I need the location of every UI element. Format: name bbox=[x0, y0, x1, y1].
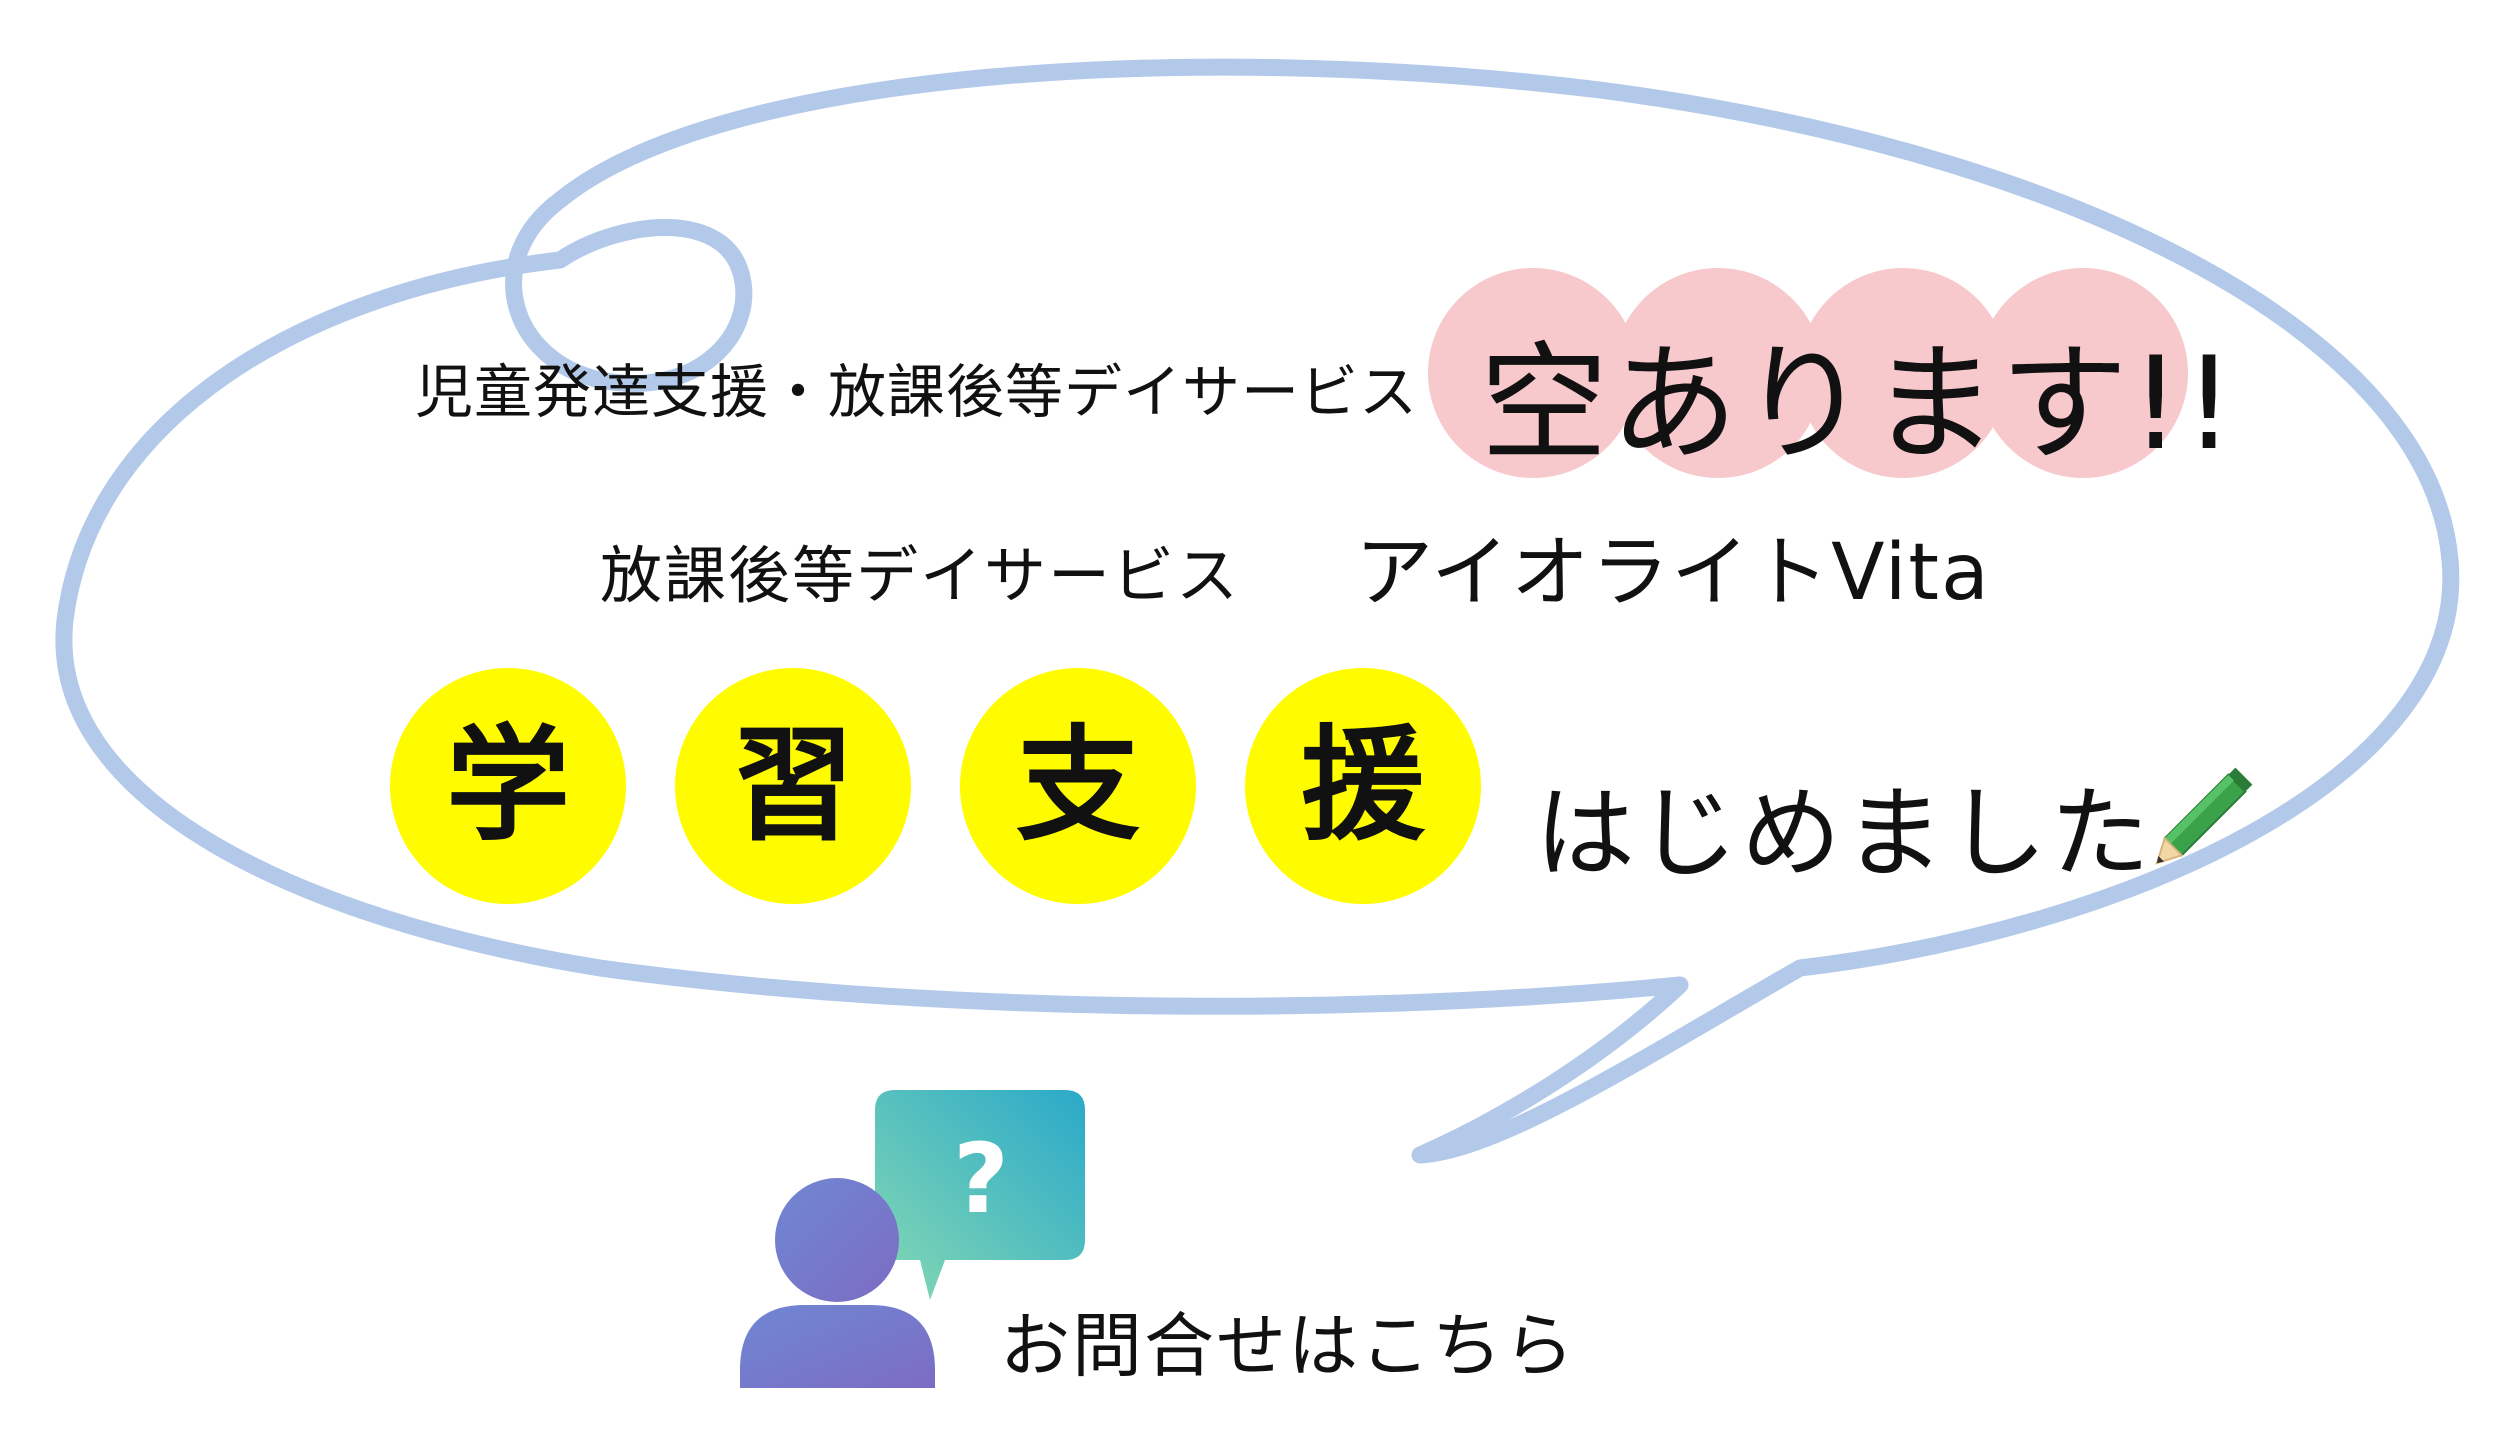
highlight-dot bbox=[1428, 268, 1638, 478]
highlight-dot bbox=[1978, 268, 2188, 478]
service-category-text: 児童発達支援・放課後等デイサービス bbox=[415, 358, 1419, 426]
facility-name: アイオライトVita bbox=[1355, 528, 1991, 618]
headline-char-4: 援 bbox=[1245, 668, 1481, 904]
highlight-dot bbox=[1613, 268, 1823, 478]
service-type-text: 放課後等デイサービス bbox=[600, 539, 1241, 612]
headline-char-2: 習 bbox=[675, 668, 911, 904]
headline-suffix: はじめました bbox=[1535, 775, 2153, 892]
headline-char-1: 学 bbox=[390, 668, 626, 904]
vacancy-highlight bbox=[1428, 268, 2188, 478]
highlight-dot bbox=[1798, 268, 2008, 478]
contact-link[interactable]: お問合せはこちら bbox=[1000, 1305, 1576, 1387]
pencil-icon bbox=[2155, 767, 2253, 865]
vacancy-text: 空あります!! bbox=[1480, 330, 2237, 479]
svg-text:?: ? bbox=[953, 1123, 1009, 1235]
contact-person-icon[interactable]: ? bbox=[735, 1090, 1095, 1390]
headline-char-3: 支 bbox=[960, 668, 1196, 904]
